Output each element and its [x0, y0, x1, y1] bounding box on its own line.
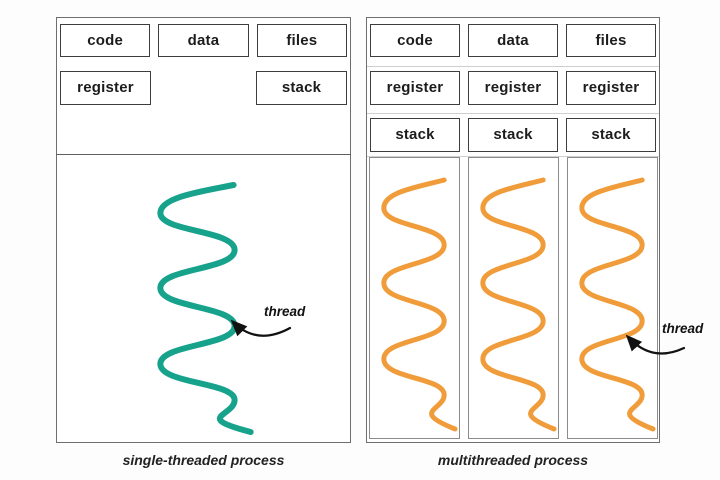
code-box: code [370, 23, 460, 57]
multithreaded-caption: multithreaded process [437, 452, 589, 468]
thread-column-2 [467, 156, 559, 439]
single-thread-area [57, 155, 350, 442]
register-box: register [60, 70, 151, 105]
thread-squiggle-canvas [370, 158, 459, 438]
stack-box: stack [370, 117, 460, 152]
thread-squiggle-canvas [57, 155, 350, 442]
register-box-label: register [386, 79, 444, 96]
orange-thread-squiggle [383, 180, 454, 429]
register-box: register [370, 70, 460, 105]
data-box: data [158, 23, 249, 57]
stack-box: stack [468, 117, 558, 152]
right-top-row: code data files [370, 23, 656, 57]
thread-column-1 [368, 156, 460, 439]
register-box: register [468, 70, 558, 105]
panel-divider-line [56, 153, 351, 155]
orange-thread-squiggle [482, 180, 553, 429]
code-box-label: code [397, 31, 433, 49]
code-box-label: code [87, 31, 124, 49]
right-register-row: register register register [370, 70, 656, 105]
files-box-label: files [595, 31, 627, 49]
data-box-label: data [187, 31, 220, 49]
stack-box: stack [256, 70, 347, 105]
register-box-label: register [484, 79, 542, 96]
row-separator-line [367, 155, 659, 157]
right-stack-row: stack stack stack [370, 117, 656, 152]
thread-annotation-right: thread [662, 321, 704, 336]
files-box: files [256, 23, 347, 57]
thread-squiggle-canvas [568, 158, 657, 438]
register-box-label: register [582, 79, 640, 96]
thread-annotation-left: thread [264, 304, 306, 319]
left-top-row: code data files [60, 23, 347, 57]
register-box-label: register [77, 79, 134, 96]
files-box: files [566, 23, 656, 57]
multithreaded-process-panel: code data files register register regist… [366, 17, 660, 443]
code-box: code [60, 23, 151, 57]
data-box-label: data [497, 31, 529, 49]
thread-columns [368, 156, 658, 439]
stack-box-label: stack [395, 126, 435, 143]
single-threaded-caption: single-threaded process [122, 452, 285, 468]
row-separator-line [367, 113, 659, 114]
register-box: register [566, 70, 656, 105]
thread-column-3 [566, 156, 658, 439]
stack-box: stack [566, 117, 656, 152]
left-second-row: register stack [60, 70, 347, 105]
orange-thread-squiggle [581, 180, 652, 429]
data-box: data [468, 23, 558, 57]
files-box-label: files [286, 31, 318, 49]
row-spacer [159, 71, 248, 105]
stack-box-label: stack [493, 126, 533, 143]
teal-thread-squiggle [160, 185, 250, 432]
thread-squiggle-canvas [469, 158, 558, 438]
single-threaded-process-panel: code data files register stack [56, 17, 351, 443]
row-separator-line [367, 66, 659, 67]
stack-box-label: stack [591, 126, 631, 143]
stack-box-label: stack [281, 79, 322, 96]
